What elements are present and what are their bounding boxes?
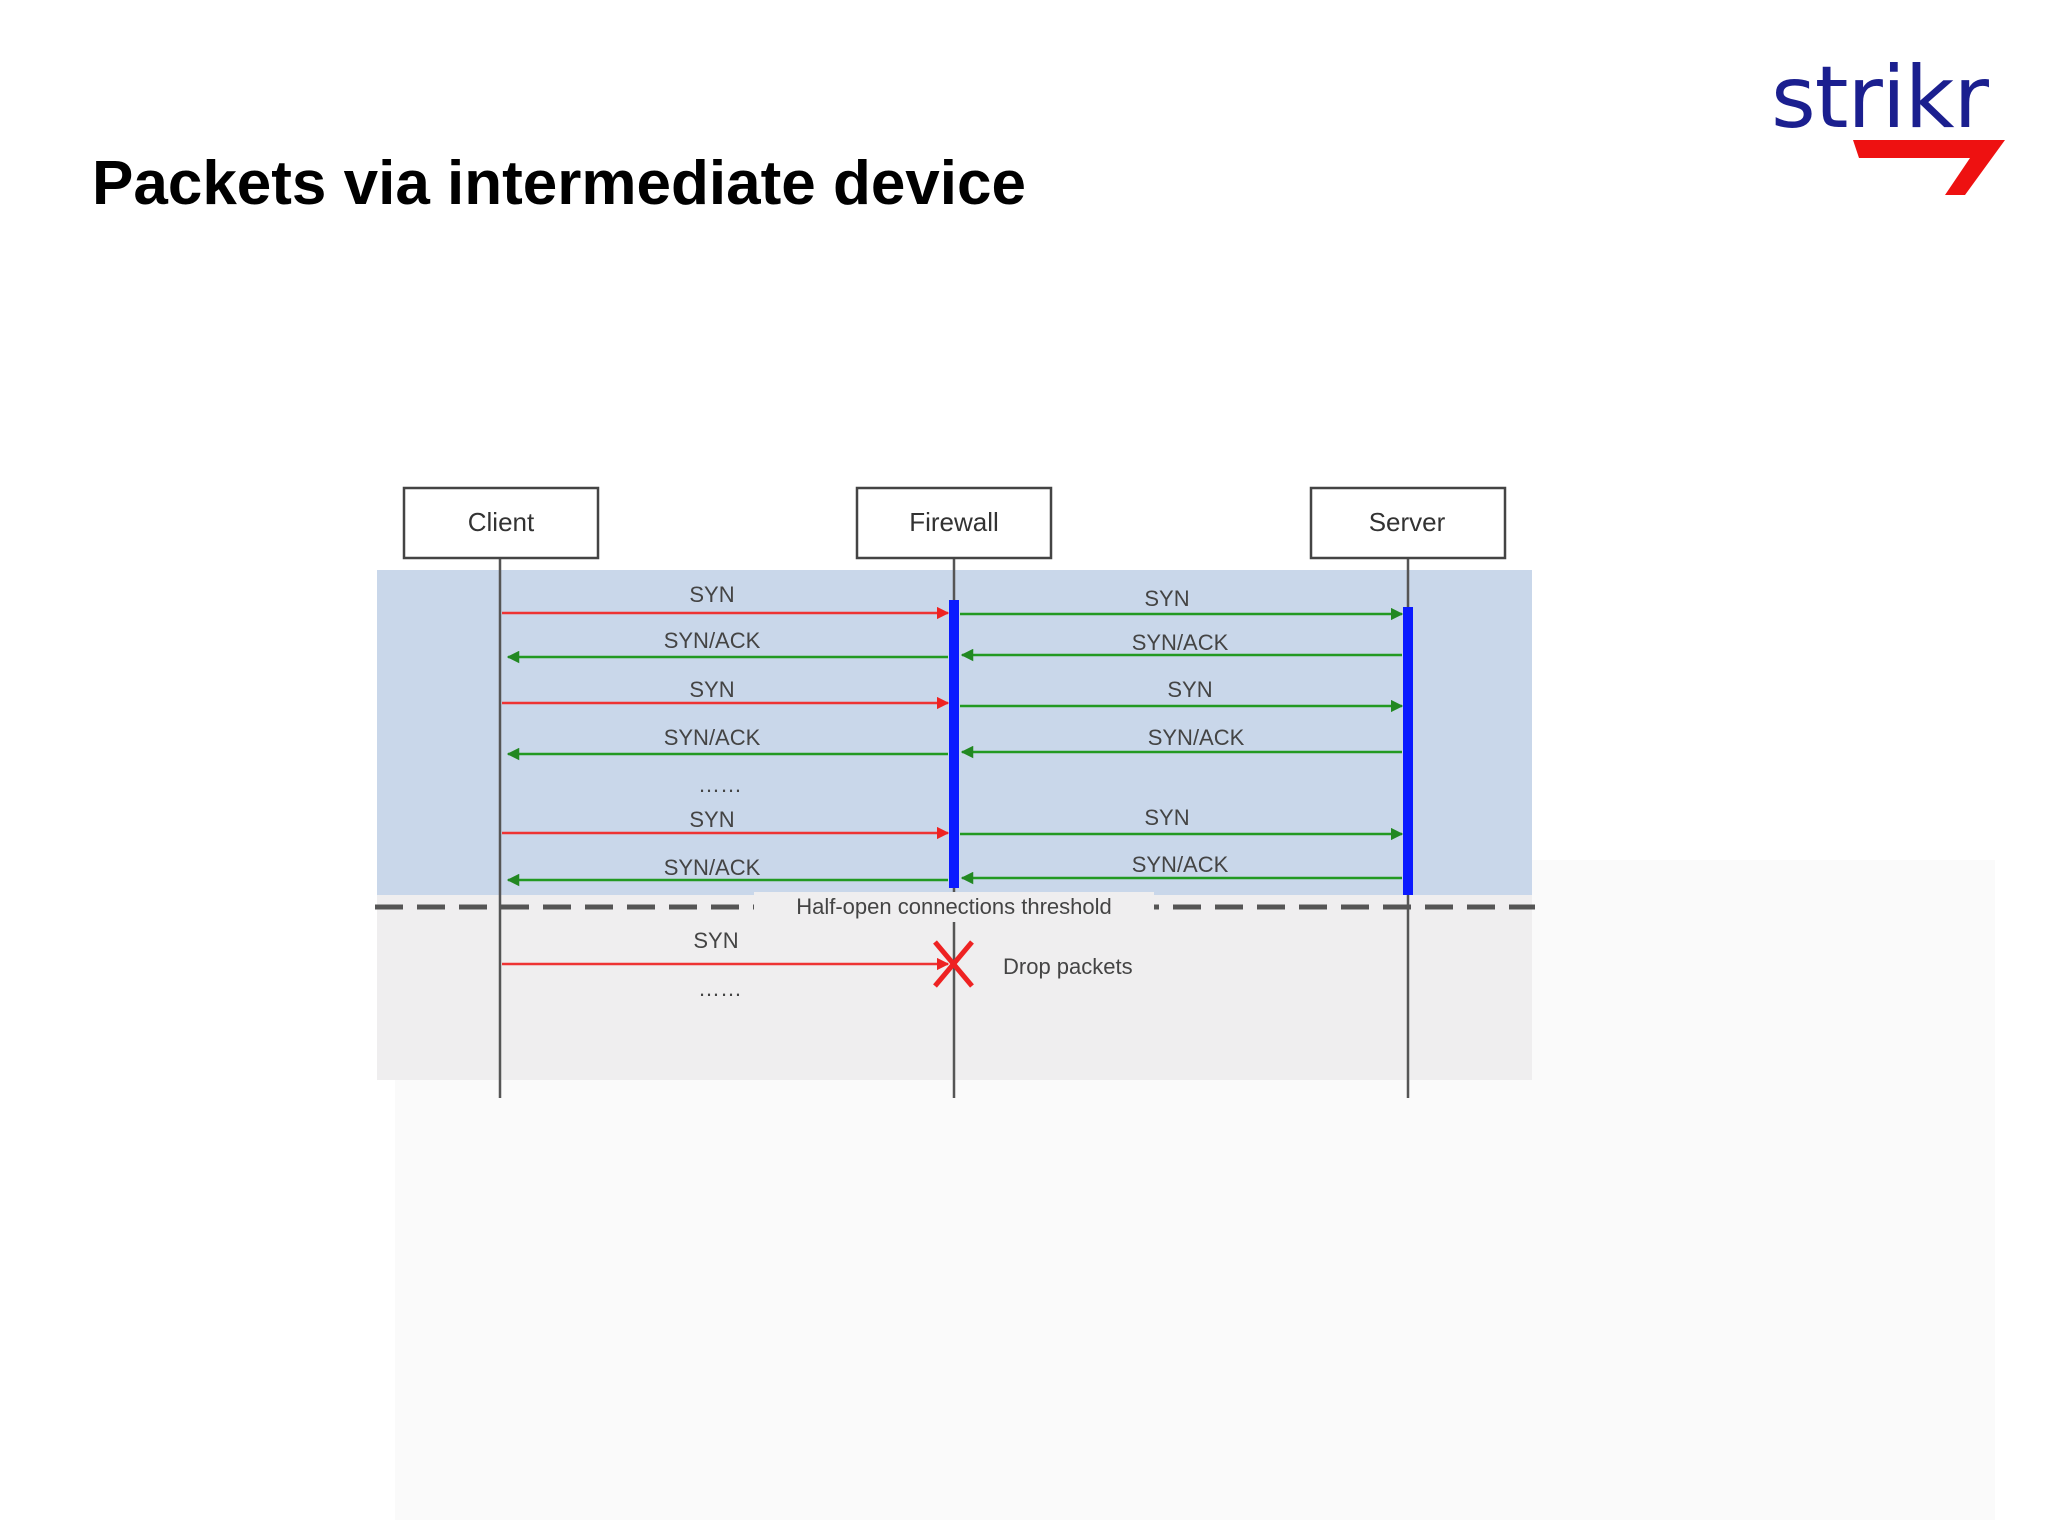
syn-label: SYN	[689, 677, 734, 702]
syn-label: SYN	[1167, 677, 1212, 702]
server-activation-bar	[1403, 607, 1413, 895]
syn-label: SYN	[1144, 586, 1189, 611]
syn-label: SYN	[693, 928, 738, 953]
threshold-label-bg	[754, 892, 1154, 922]
ellipsis: ……	[698, 976, 742, 1001]
syn-ack-label: SYN/ACK	[664, 628, 761, 653]
red-swoosh-arrow-icon	[1853, 140, 2005, 195]
syn-ack-label: SYN/ACK	[1132, 630, 1229, 655]
syn-label: SYN	[689, 582, 734, 607]
drop-packets-label: Drop packets	[1003, 954, 1133, 979]
threshold-label: Half-open connections threshold	[796, 894, 1112, 919]
syn-ack-label: SYN/ACK	[1132, 852, 1229, 877]
syn-ack-label: SYN/ACK	[664, 725, 761, 750]
syn-ack-label: SYN/ACK	[664, 855, 761, 880]
syn-ack-label: SYN/ACK	[1148, 725, 1245, 750]
slide-title: Packets via intermediate device	[92, 149, 1026, 218]
sequence-diagram: Client Firewall Server SYN SYN SYN/ACK S…	[375, 486, 1535, 1098]
server-label: Server	[1369, 507, 1446, 537]
firewall-label: Firewall	[909, 507, 999, 537]
syn-label: SYN	[689, 807, 734, 832]
syn-label: SYN	[1144, 805, 1189, 830]
drop-x-icon	[933, 940, 974, 988]
firewall-box: Firewall	[855, 486, 1053, 560]
server-box: Server	[1309, 486, 1507, 560]
strikr-logo: strikr	[1765, 55, 2015, 205]
ellipsis: ……	[698, 772, 742, 797]
firewall-activation-bar	[949, 600, 959, 888]
client-box: Client	[402, 486, 600, 560]
logo-wordmark: strikr	[1771, 48, 1989, 148]
client-label: Client	[468, 507, 535, 537]
